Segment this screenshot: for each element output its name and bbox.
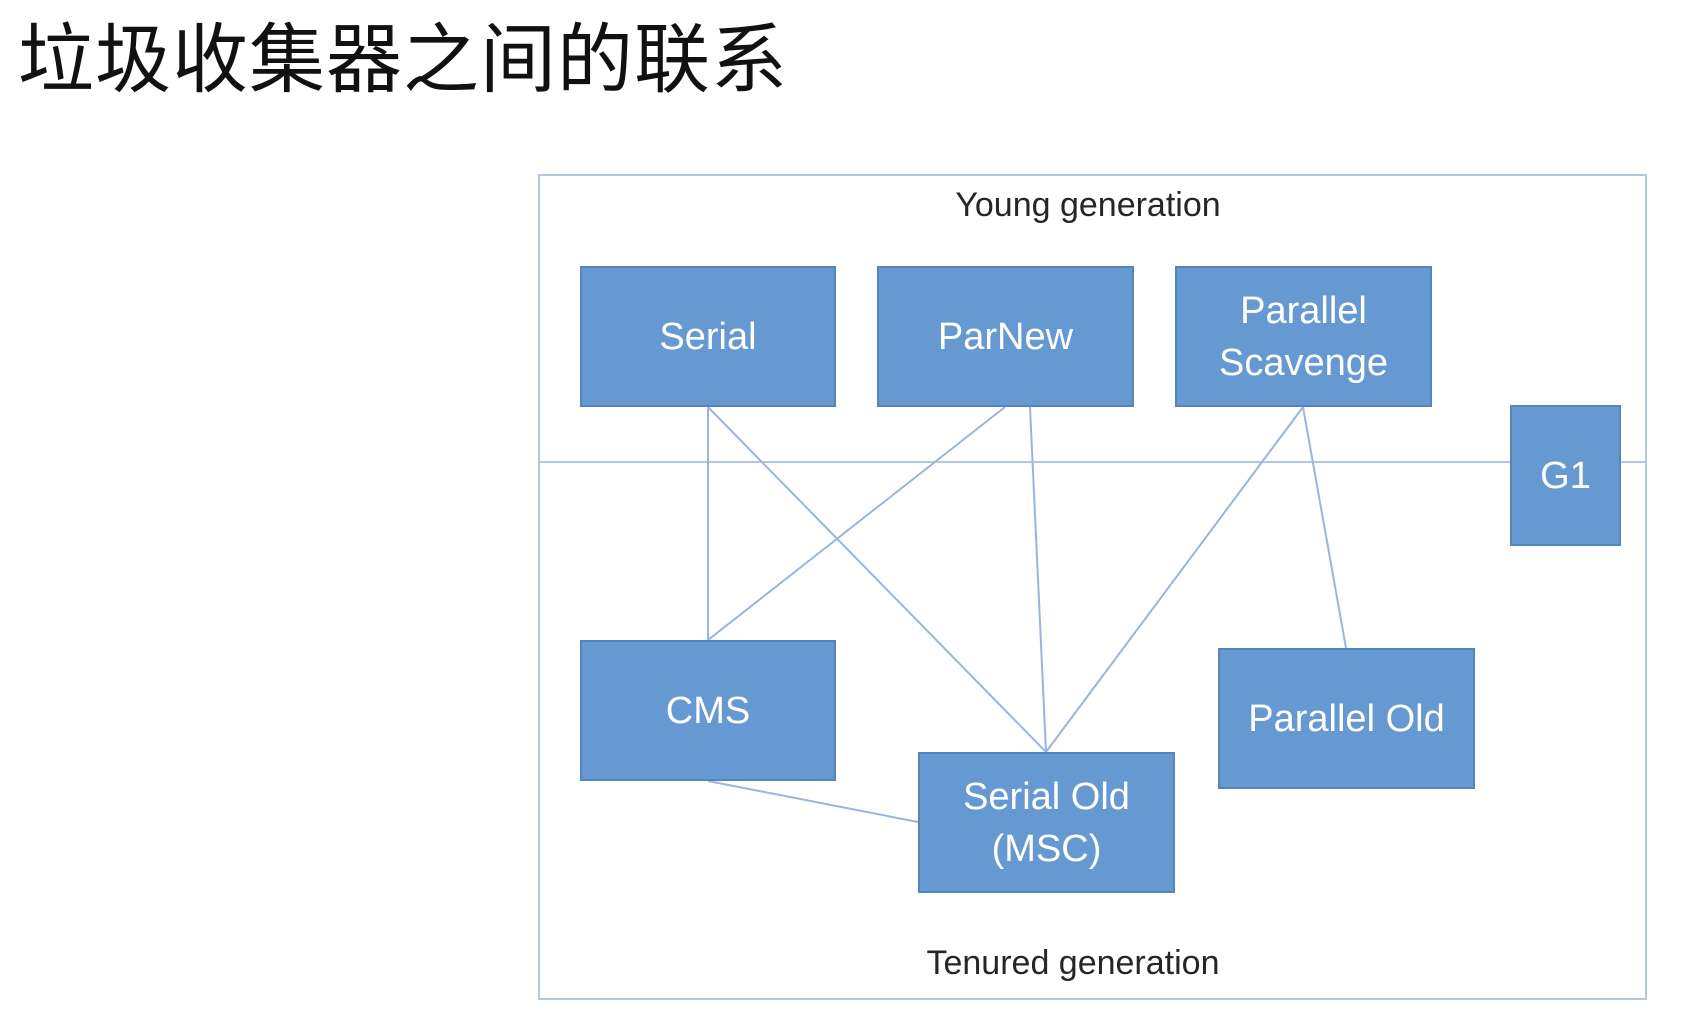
cms-node: CMS	[580, 640, 836, 781]
parallel-scavenge-node: Parallel Scavenge	[1175, 266, 1432, 407]
parallel-old-node: Parallel Old	[1218, 648, 1475, 789]
edge-parallel-scavenge-serial-old	[1045, 406, 1304, 753]
page-title: 垃圾收集器之间的联系	[18, 15, 788, 104]
tenured-generation-label: Tenured generation	[926, 944, 1220, 982]
edge-parnew-cms	[707, 406, 1006, 641]
serial-old-node: Serial Old (MSC)	[918, 752, 1175, 893]
edge-parallel-scavenge-parallel-old	[1302, 406, 1347, 649]
g1-node: G1	[1510, 405, 1621, 546]
serial-node: Serial	[580, 266, 836, 407]
parnew-node: ParNew	[877, 266, 1134, 407]
young-generation-label: Young generation	[955, 186, 1221, 224]
edge-serial-serial-old	[707, 406, 1047, 753]
edge-cms-serial-old	[707, 780, 919, 823]
generation-divider	[538, 461, 1647, 463]
edge-parnew-serial-old	[1029, 406, 1047, 753]
generation-frame	[538, 174, 1647, 1000]
